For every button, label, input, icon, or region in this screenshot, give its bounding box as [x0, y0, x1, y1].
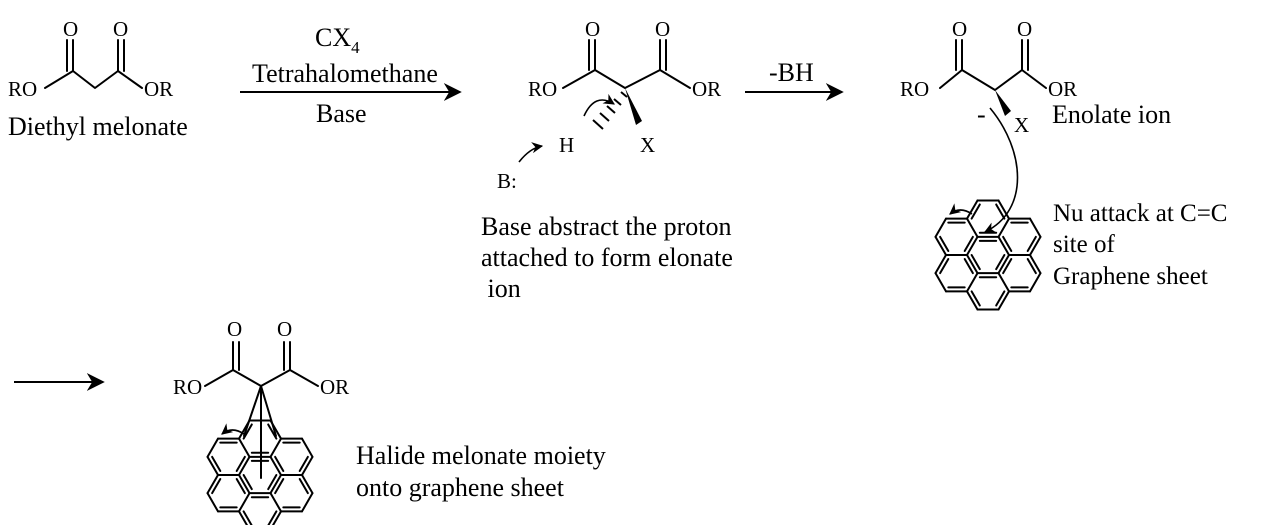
atom-label-ro: RO: [173, 375, 202, 399]
step1-arrow: CX4 Tetrahalomethane Base: [240, 23, 462, 128]
atom-label-or: OR: [144, 77, 173, 101]
base-label: B:: [497, 169, 517, 193]
mechanism-note-line: Base abstract the proton: [481, 212, 732, 241]
atom-label-or: OR: [320, 375, 349, 399]
product-note-line: onto graphene sheet: [356, 473, 565, 502]
reagent-name: Tetrahalomethane: [252, 59, 438, 88]
graphene-note: Nu attack at C=C site of Graphene sheet: [1053, 200, 1227, 290]
diethyl-malonate-structure: O O RO OR Diethyl melonate: [8, 17, 188, 141]
reagent-bh: -BH: [769, 58, 814, 87]
atom-label-o: O: [227, 317, 242, 341]
atom-label-or: OR: [692, 77, 721, 101]
atom-label-x: X: [640, 133, 655, 157]
atom-label-o: O: [1017, 17, 1032, 41]
graphene-sheet: [936, 200, 1041, 309]
product-note-line: Halide melonate moiety: [356, 441, 606, 470]
atom-label-ro: RO: [8, 77, 37, 101]
reaction-condition: Base: [316, 99, 367, 128]
intermediate-structure: O O RO OR H X B: Base abstract the proto…: [481, 17, 733, 303]
product-structure: O O RO OR Halide melonate moiety onto gr…: [173, 317, 606, 502]
mechanism-note-line: ion: [481, 274, 521, 303]
atom-label-o: O: [655, 17, 670, 41]
graphene-note-line: Graphene sheet: [1053, 263, 1208, 290]
reactant-name: Diethyl melonate: [8, 112, 188, 141]
atom-label-o: O: [952, 17, 967, 41]
mechanism-note-line: attached to form elonate: [481, 243, 733, 272]
reagent-cx4: CX4: [315, 23, 360, 57]
atom-label-o: O: [63, 17, 78, 41]
graphene-note-line: Nu attack at C=C: [1053, 200, 1227, 227]
enolate-structure: O O RO OR - X Enolate ion: [900, 17, 1171, 233]
atom-label-x: X: [1014, 113, 1029, 137]
graphene-note-line: site of: [1053, 231, 1115, 258]
atom-label-ro: RO: [528, 77, 557, 101]
atom-label-or: OR: [1048, 77, 1077, 101]
atom-label-o: O: [585, 17, 600, 41]
step2-arrow: -BH: [745, 58, 844, 101]
negative-charge: -: [977, 100, 986, 129]
atom-label-o: O: [277, 317, 292, 341]
atom-label-h: H: [559, 133, 574, 157]
atom-label-o: O: [113, 17, 128, 41]
atom-label-ro: RO: [900, 77, 929, 101]
enolate-name: Enolate ion: [1052, 100, 1171, 129]
